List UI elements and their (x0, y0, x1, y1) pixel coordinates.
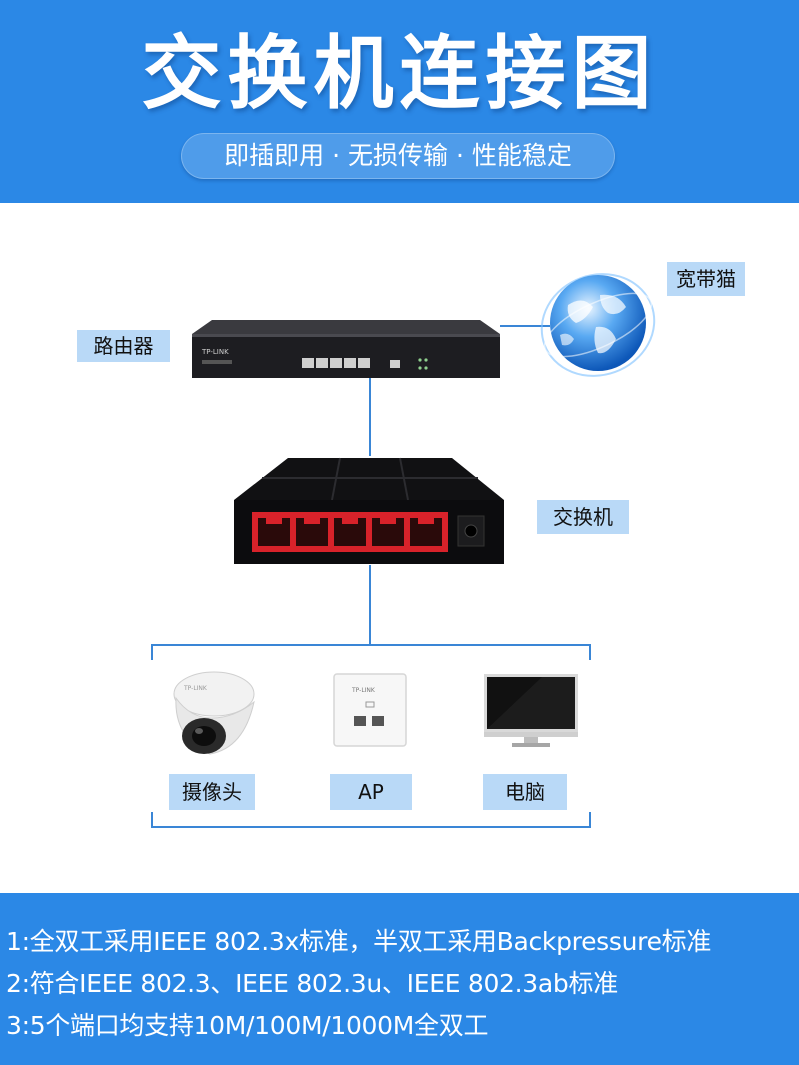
router-label: 路由器 (77, 330, 170, 362)
switch-icon (232, 456, 507, 566)
device-bracket-top-right-tick (589, 644, 591, 660)
router-icon: TP-LINK (190, 318, 502, 380)
device-bracket-bottom (151, 826, 591, 828)
spec-footer: 1:全双工采用IEEE 802.3x标准，半双工采用Backpressure标准… (0, 893, 799, 1065)
spec-line-3: 3:5个端口均支持10M/100M/1000M全双工 (6, 1011, 489, 1040)
spec-line-2: 2:符合IEEE 802.3、IEEE 802.3u、IEEE 802.3ab标… (6, 969, 618, 998)
page-title: 交换机连接图 (141, 27, 658, 120)
device-label-camera: 摄像头 (169, 774, 255, 810)
access-point-icon: TP-LINK (332, 672, 408, 748)
svg-text:TP-LINK: TP-LINK (351, 687, 376, 694)
globe-icon (538, 265, 658, 383)
router-to-switch-line (369, 378, 371, 456)
device-label-computer: 电脑 (483, 774, 567, 810)
device-bracket-bottom-left-tick (151, 812, 153, 828)
switch-to-bus-line (369, 565, 371, 645)
svg-text:TP-LINK: TP-LINK (201, 348, 229, 356)
modem-label: 宽带猫 (667, 262, 745, 296)
device-bracket-top-left-tick (151, 644, 153, 660)
monitor-icon (482, 672, 580, 750)
header-banner: 交换机连接图 即插即用 · 无损传输 · 性能稳定 (0, 0, 799, 203)
device-label-ap: AP (330, 774, 412, 810)
device-bracket-bottom-right-tick (589, 812, 591, 828)
switch-label: 交换机 (537, 500, 629, 534)
router-to-modem-line (500, 325, 550, 327)
page-subtitle: 即插即用 · 无损传输 · 性能稳定 (224, 141, 572, 170)
device-bracket-top (151, 644, 591, 646)
spec-line-1: 1:全双工采用IEEE 802.3x标准，半双工采用Backpressure标准 (6, 927, 712, 956)
subtitle-pill (181, 133, 615, 179)
camera-icon: TP-LINK (164, 668, 262, 762)
svg-text:TP-LINK: TP-LINK (183, 685, 208, 692)
